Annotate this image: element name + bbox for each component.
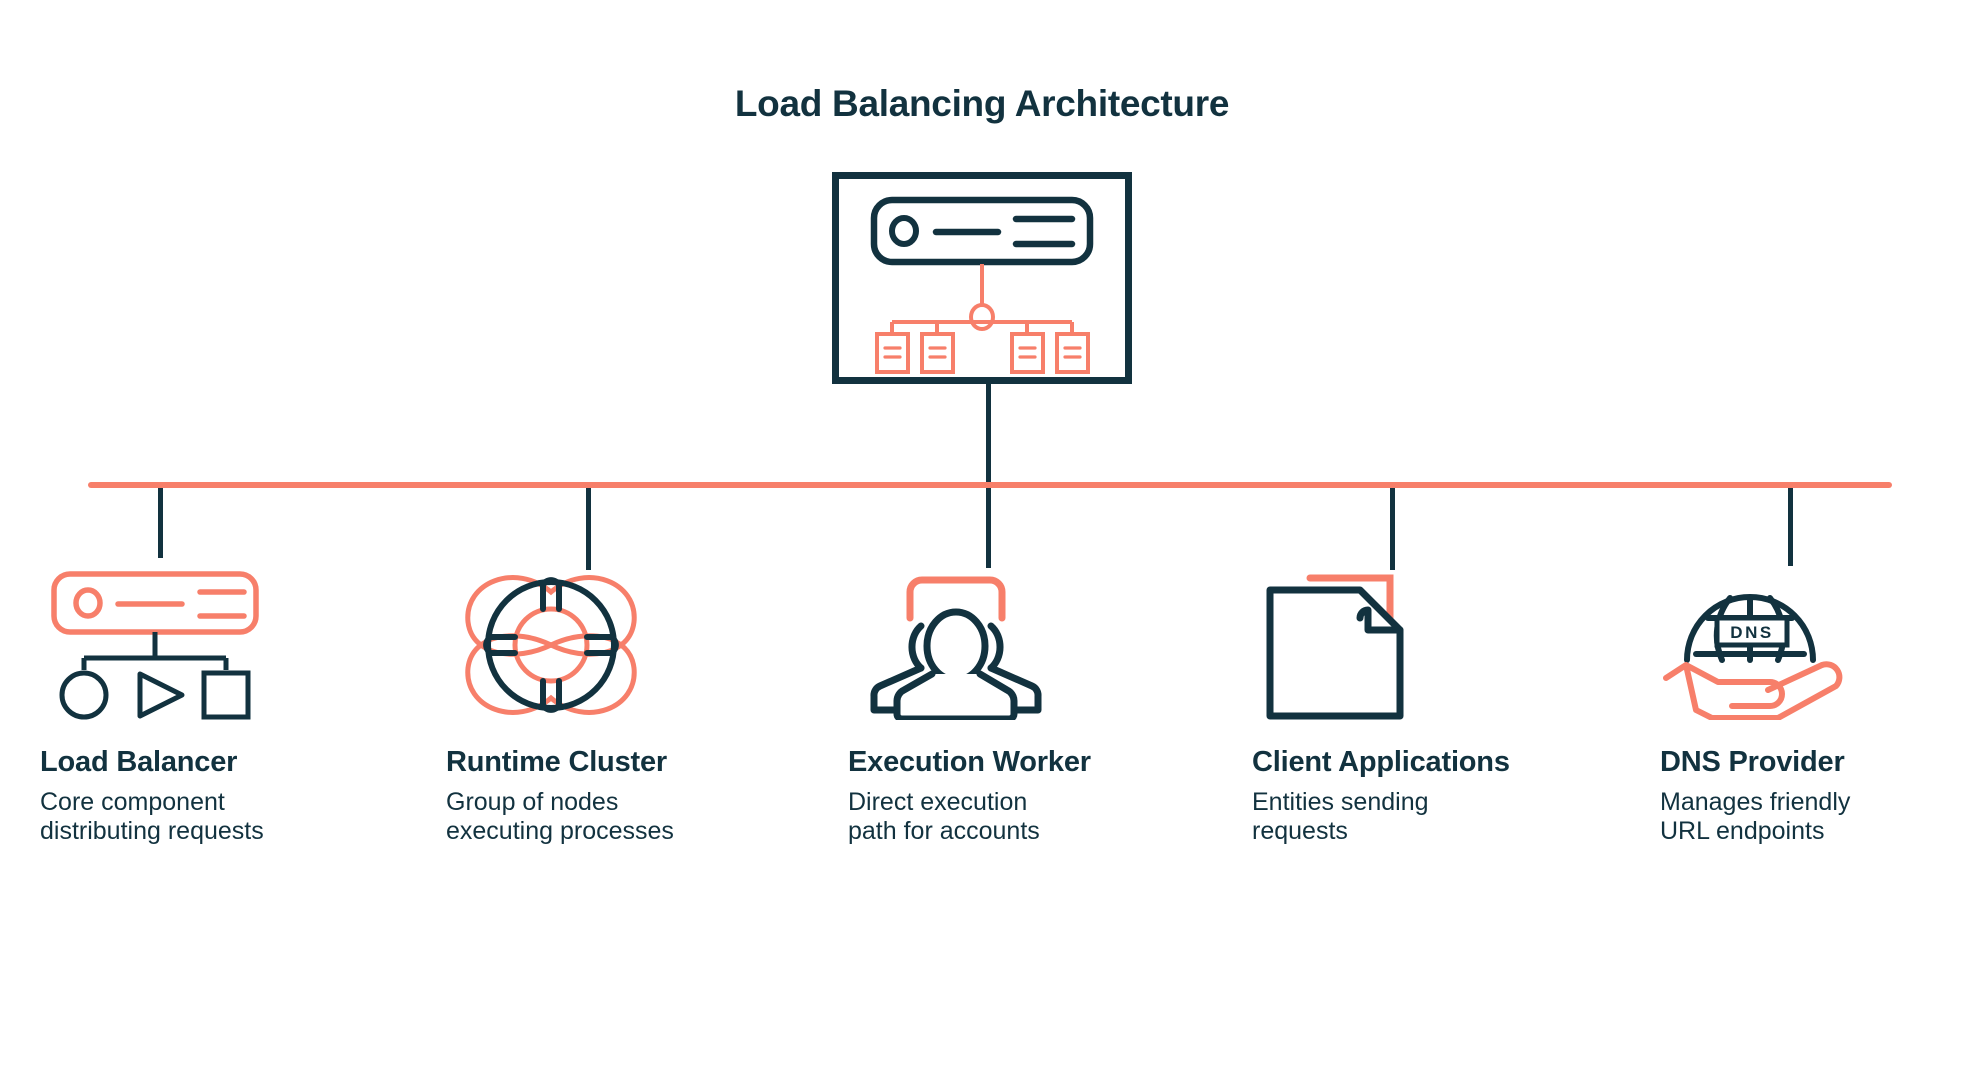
horizontal-bus-line (88, 482, 1892, 488)
stem-load-balancer (158, 488, 163, 558)
item-label: Runtime Cluster (446, 746, 667, 778)
users-group-icon (848, 560, 1248, 720)
stem-runtime-cluster (586, 488, 591, 570)
item-execution-worker[interactable]: Execution Worker Direct execution path f… (848, 560, 1248, 846)
globe-dns-hand-icon: DNS (1660, 560, 1964, 720)
item-load-balancer[interactable]: Load Balancer Core component distributin… (40, 560, 440, 846)
item-label: DNS Provider (1660, 746, 1845, 778)
item-description: Core component distributing requests (40, 788, 264, 845)
item-description: Group of nodes executing processes (446, 788, 674, 845)
document-page-icon (1252, 560, 1652, 720)
item-runtime-cluster[interactable]: Runtime Cluster Group of nodes executing… (446, 560, 846, 846)
hero-load-balancer-diagram-icon (832, 172, 1132, 384)
item-description: Entities sending requests (1252, 788, 1429, 845)
stem-dns-provider (1788, 488, 1793, 566)
item-dns-provider[interactable]: DNS DNS Provider Manages friendly URL en… (1660, 560, 1964, 846)
page-title: Load Balancing Architecture (734, 83, 1230, 124)
item-label: Client Applications (1252, 746, 1510, 778)
item-label: Load Balancer (40, 746, 238, 778)
item-description: Direct execution path for accounts (848, 788, 1040, 845)
hero-to-bus-connector (986, 384, 991, 488)
stem-execution-worker (986, 488, 991, 568)
stem-client-applications (1390, 488, 1395, 570)
load-balancer-icon (40, 560, 440, 720)
lifebuoy-cluster-icon (446, 560, 846, 720)
item-label: Execution Worker (848, 746, 1091, 778)
dns-globe-label: DNS (1730, 623, 1773, 642)
item-client-applications[interactable]: Client Applications Entities sending req… (1252, 560, 1652, 846)
item-description: Manages friendly URL endpoints (1660, 788, 1851, 845)
